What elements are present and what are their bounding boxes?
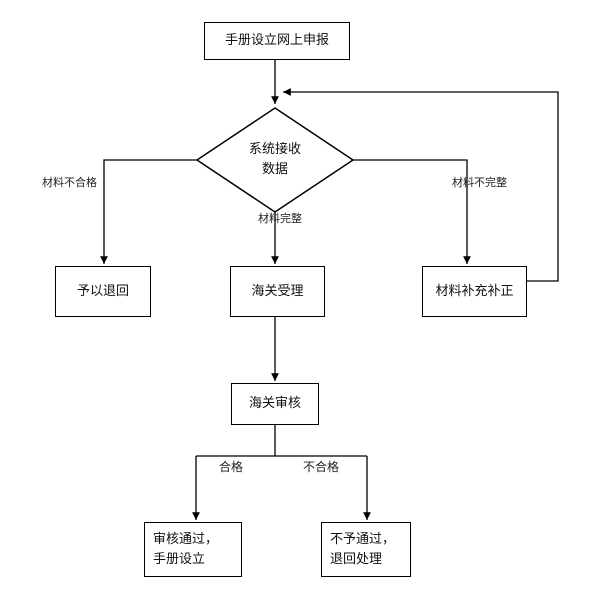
node-fail: 不予通过， 退回处理	[321, 522, 411, 577]
node-decision-label: 系统接收 数据	[225, 140, 325, 180]
node-fail-line2: 退回处理	[330, 551, 383, 567]
node-pass-line1: 审核通过，	[153, 531, 219, 547]
node-pass-line2: 手册设立	[153, 551, 206, 567]
edge-label-unqualified: 材料不合格	[42, 176, 97, 189]
node-decision-line2: 数据	[261, 162, 288, 177]
node-fail-line1: 不予通过，	[330, 531, 396, 547]
node-supplement-label: 材料补充补正	[435, 283, 514, 299]
node-start: 手册设立网上申报	[204, 22, 350, 60]
node-return: 予以退回	[55, 266, 151, 317]
edge-label-not-qualified: 不合格	[303, 460, 340, 474]
arrow-decision-to-return	[100, 159, 197, 264]
node-audit-label: 海关审核	[248, 396, 301, 411]
node-supplement: 材料补充补正	[422, 266, 527, 317]
node-start-label: 手册设立网上申报	[224, 33, 329, 48]
edge-label-incomplete: 材料不完整	[452, 176, 507, 189]
node-decision-line1: 系统接收	[248, 142, 301, 157]
node-audit: 海关审核	[231, 383, 319, 425]
node-accept-label: 海关受理	[251, 283, 304, 299]
arrow-decision-to-supplement	[353, 159, 471, 264]
edge-label-complete: 材料完整	[258, 212, 302, 225]
edge-label-qualified: 合格	[219, 460, 244, 474]
node-return-label: 予以退回	[76, 283, 129, 299]
node-accept: 海关受理	[230, 266, 325, 317]
arrow-supplement-feedback	[283, 88, 559, 282]
node-pass: 审核通过， 手册设立	[144, 522, 242, 577]
